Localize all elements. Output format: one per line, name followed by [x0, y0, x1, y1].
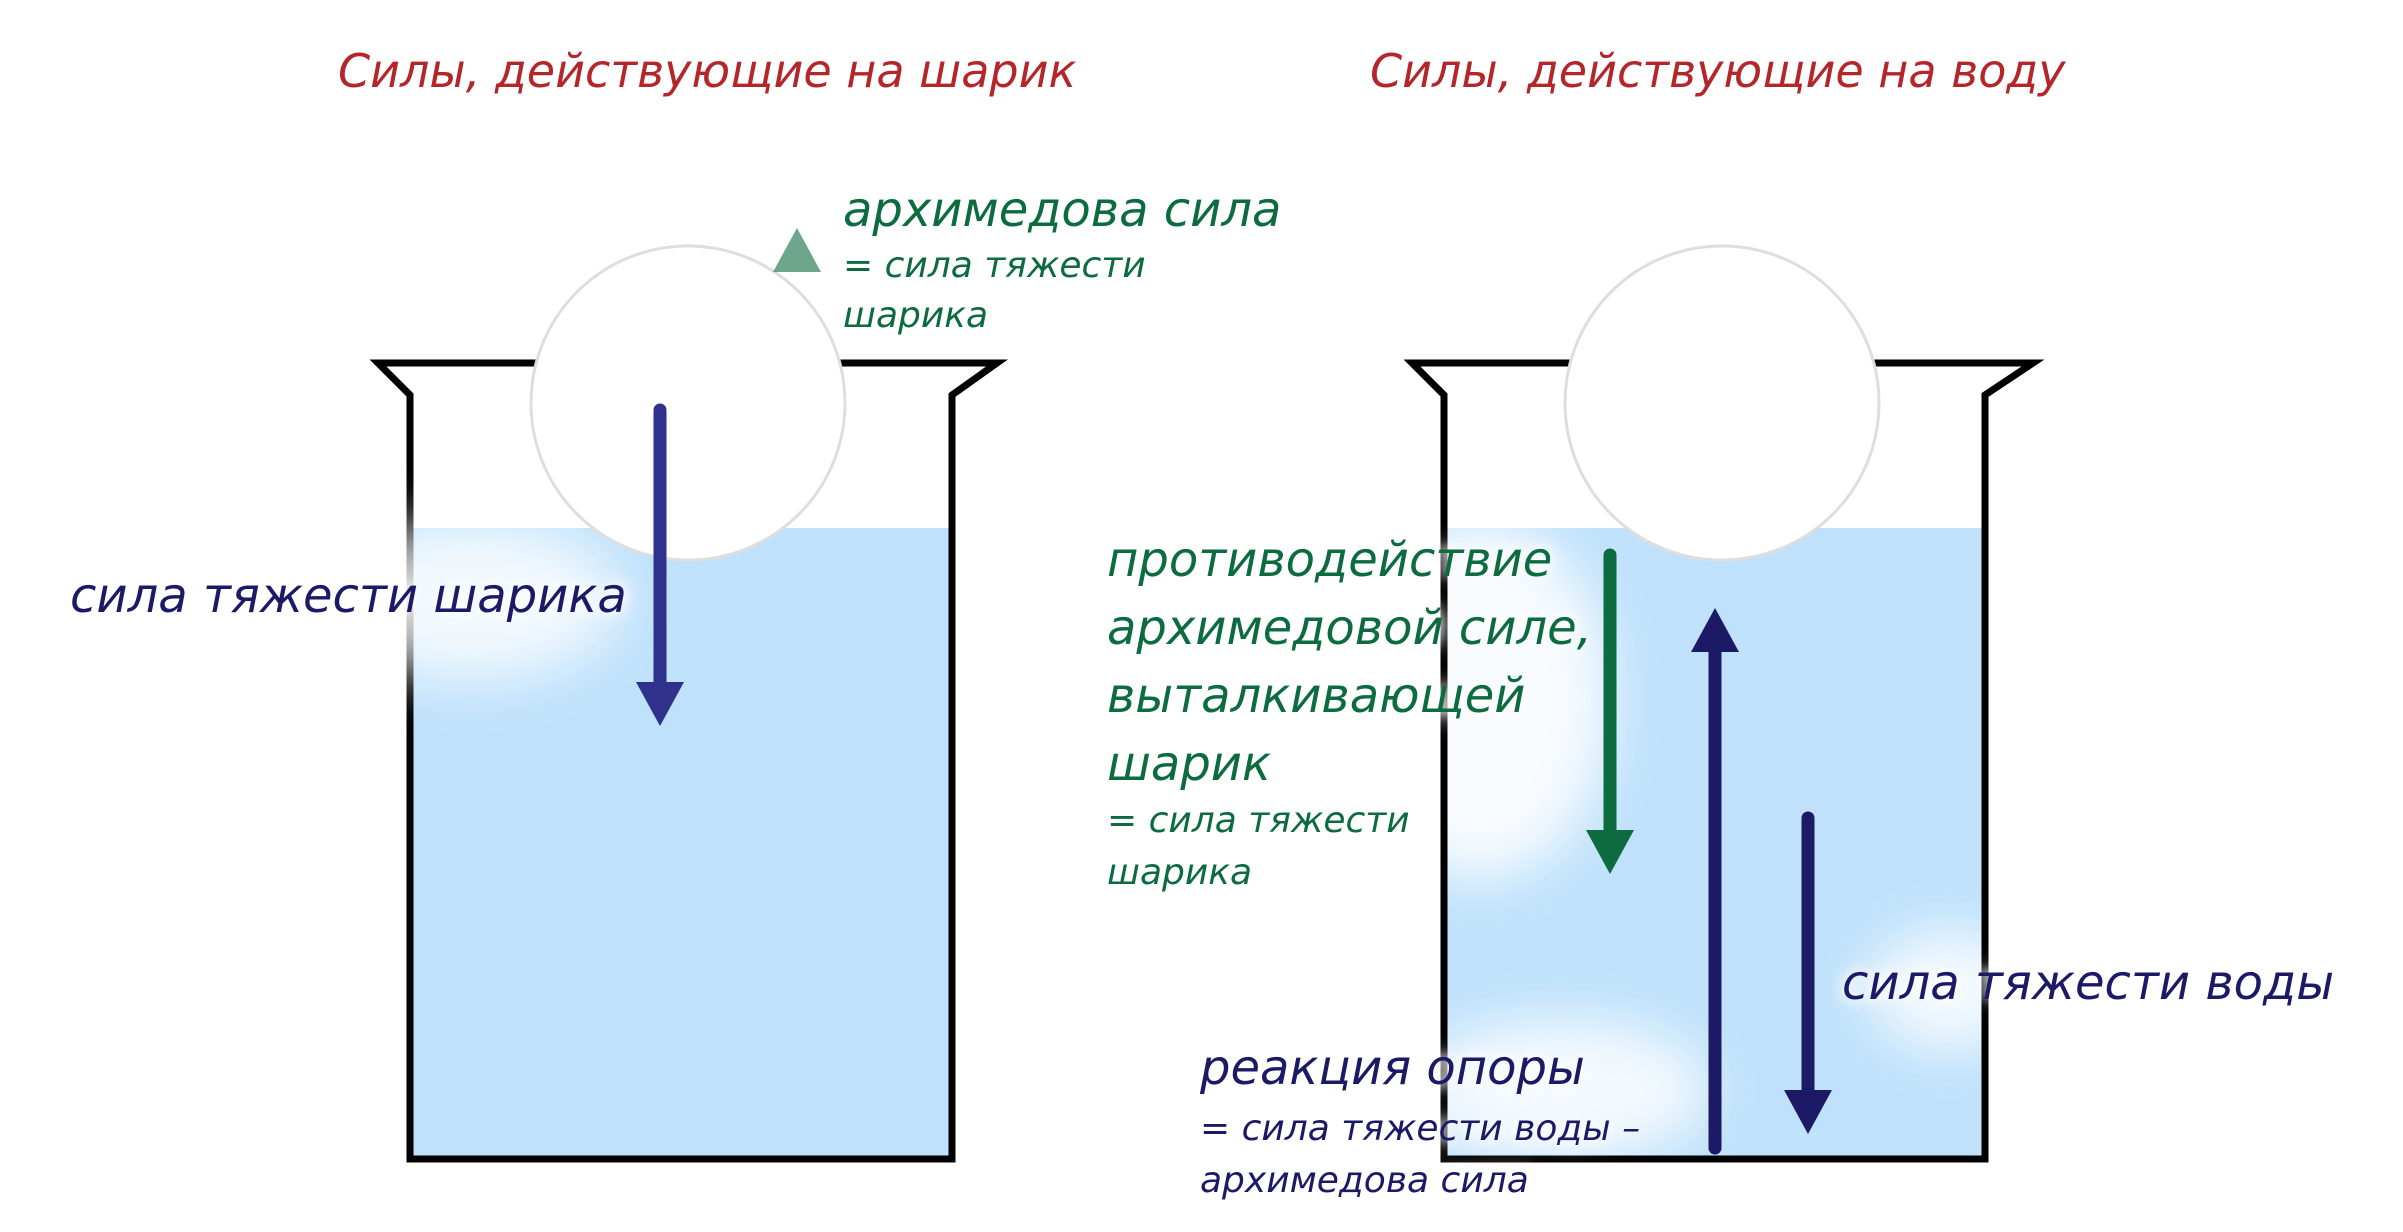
right-gravity-halo	[1870, 930, 2030, 1050]
right-ball	[1563, 244, 1881, 562]
counter-force-line-4: шарик	[1107, 736, 1271, 792]
water-gravity-label: сила тяжести воды	[1842, 955, 2335, 1011]
left-label-halo	[320, 520, 620, 680]
support-reaction-note-1: = сила тяжести воды –	[1200, 1108, 1641, 1149]
counter-force-note-2: шарика	[1107, 852, 1253, 893]
right-counter-halo	[1350, 520, 1610, 880]
archimedes-force-arrow	[773, 228, 821, 549]
right-beaker-outline	[1403, 359, 2045, 1163]
counter-force-arrow	[1586, 548, 1634, 874]
support-reaction-title: реакция опоры	[1200, 1040, 1585, 1096]
ball-gravity-arrow	[636, 403, 684, 726]
right-beaker	[1350, 244, 2045, 1163]
right-panel-title: Силы, действующие на воду	[1370, 44, 2066, 98]
archimedes-force-note-1: = сила тяжести	[843, 245, 1146, 286]
archimedes-force-note-2: шарика	[843, 295, 989, 336]
water-gravity-arrow	[1784, 811, 1832, 1134]
left-beaker	[320, 228, 1008, 1163]
counter-force-line-2: архимедовой силе,	[1107, 600, 1592, 656]
left-ball	[529, 244, 847, 562]
right-support-halo	[1410, 1020, 1710, 1160]
support-reaction-note-2: архимедова сила	[1200, 1160, 1529, 1201]
counter-force-line-1: противодействие	[1107, 532, 1553, 588]
archimedes-force-title: архимедова сила	[843, 182, 1282, 238]
support-reaction-arrow	[1691, 608, 1739, 1155]
counter-force-line-3: выталкивающей	[1107, 668, 1526, 724]
ball-gravity-label: сила тяжести шарика	[70, 568, 627, 624]
left-panel-title: Силы, действующие на шарик	[338, 44, 1077, 98]
counter-force-note-1: = сила тяжести	[1107, 800, 1410, 841]
left-beaker-outline	[369, 359, 1008, 1163]
